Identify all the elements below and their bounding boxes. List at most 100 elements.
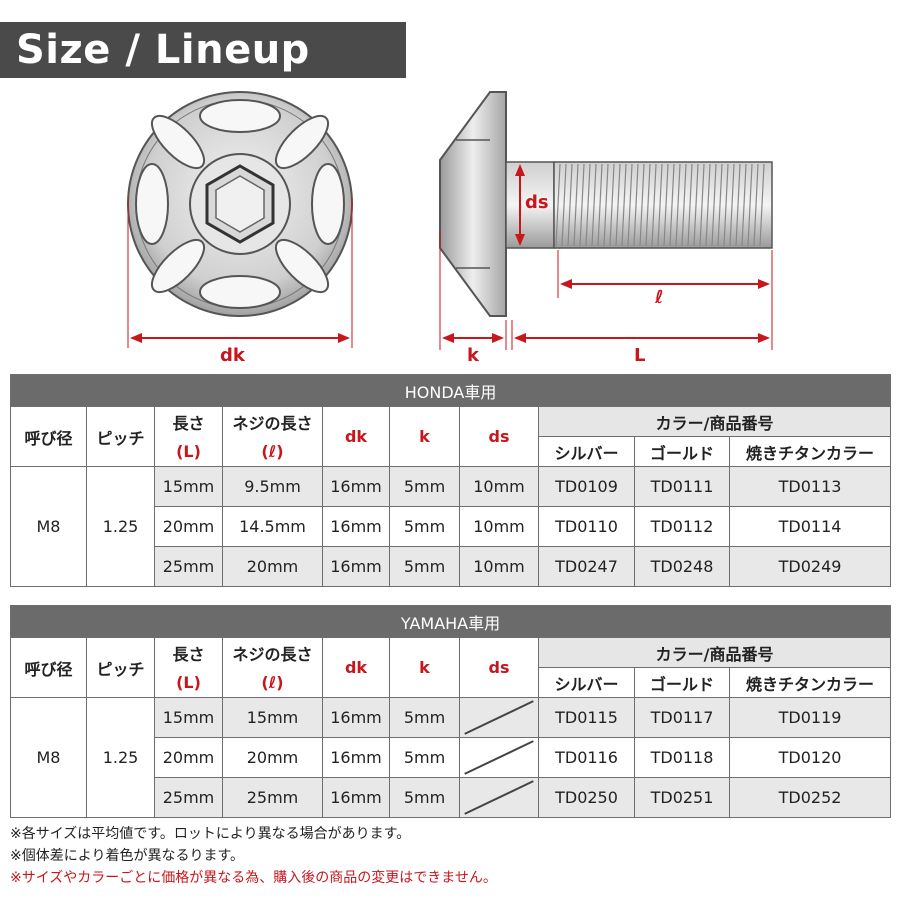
yamaha-spec-table: YAMAHA車用 呼び径 ピッチ 長さ ネジの長さ dk k ds カラー/商品… (9, 605, 892, 818)
cell-ds-not-applicable (459, 697, 539, 738)
cell-ds: 10mm (459, 506, 539, 547)
header-color-group: カラー/商品番号 (537, 406, 892, 437)
cell-gold-code: TD0111 (634, 466, 730, 507)
cell-gold-code: TD0251 (634, 777, 730, 818)
cell-dk: 16mm (322, 777, 390, 818)
cell-nominal: M8 (10, 466, 87, 587)
cell-dk: 16mm (322, 697, 390, 738)
header-pitch: ピッチ (86, 406, 155, 467)
header-length: 長さ (154, 637, 223, 668)
note-average-size: ※各サイズは平均値です。ロットにより異なる場合があります。 (10, 826, 411, 842)
table-row: M8 1.25 15mm 15mm 16mm 5mm TD0115 TD0117… (10, 697, 892, 818)
cell-k: 5mm (389, 697, 460, 738)
bolt-diagram: dk k L ds ℓ (0, 85, 900, 370)
cell-silver-code: TD0110 (538, 506, 635, 547)
cell-burnt-code: TD0249 (728, 546, 892, 587)
cell-pitch: 1.25 (86, 697, 155, 818)
cell-burnt-code: TD0252 (728, 777, 892, 818)
cell-silver-code: TD0250 (538, 777, 635, 818)
header-burnt-titanium: 焼きチタンカラー (728, 436, 892, 467)
brand-header-yamaha: YAMAHA車用 (9, 605, 892, 638)
table-row: 20mm 20mm 16mm 5mm TD0116 TD0118 TD0120 (11, 737, 892, 778)
bolt-drawing (127, 91, 773, 350)
cell-gold-code: TD0248 (634, 546, 730, 587)
header-burnt-titanium: 焼きチタンカラー (728, 667, 892, 698)
header-ds: ds (459, 406, 539, 467)
cell-thread-length: 20mm (222, 546, 323, 587)
cell-burnt-code: TD0114 (728, 506, 892, 547)
header-length: 長さ (154, 406, 223, 437)
header-length-symbol: (L) (154, 436, 223, 467)
header-nominal: 呼び径 (10, 406, 87, 467)
header-dk: dk (322, 637, 390, 698)
cell-k: 5mm (389, 466, 460, 507)
cell-nominal: M8 (10, 697, 87, 818)
table-row: 25mm 20mm 16mm 5mm 10mm TD0247 TD0248 TD… (11, 546, 892, 587)
cell-length: 15mm (154, 466, 223, 507)
cell-k: 5mm (389, 546, 460, 587)
cell-length: 25mm (154, 777, 223, 818)
dim-label-k: k (467, 345, 479, 366)
header-length-symbol: (L) (154, 667, 223, 698)
cell-k: 5mm (389, 737, 460, 778)
note-color-variation: ※個体差により着色が異なるります。 (10, 848, 245, 864)
cell-k: 5mm (389, 506, 460, 547)
header-silver: シルバー (538, 667, 635, 698)
header-dk: dk (322, 406, 390, 467)
cell-length: 25mm (154, 546, 223, 587)
header-thread-symbol: (ℓ) (222, 667, 323, 698)
notes: ※各サイズは平均値です。ロットにより異なる場合があります。 ※個体差により着色が… (10, 823, 497, 889)
header-gold: ゴールド (634, 436, 730, 467)
header-pitch: ピッチ (86, 637, 155, 698)
note-no-exchange-warning: ※サイズやカラーごとに価格が異なる為、購入後の商品の変更はできません。 (10, 870, 497, 886)
table-row: 20mm 14.5mm 16mm 5mm 10mm TD0110 TD0112 … (11, 506, 892, 547)
cell-thread-length: 14.5mm (222, 506, 323, 547)
cell-burnt-code: TD0120 (728, 737, 892, 778)
cell-dk: 16mm (322, 466, 390, 507)
cell-k: 5mm (389, 777, 460, 818)
cell-thread-length: 20mm (222, 737, 323, 778)
cell-silver-code: TD0109 (538, 466, 635, 507)
cell-burnt-code: TD0113 (728, 466, 892, 507)
cell-silver-code: TD0116 (538, 737, 635, 778)
cell-silver-code: TD0247 (538, 546, 635, 587)
cell-burnt-code: TD0119 (728, 697, 892, 738)
dim-label-dk: dk (220, 345, 245, 366)
header-k: k (389, 637, 460, 698)
header-silver: シルバー (538, 436, 635, 467)
dim-label-l: ℓ (655, 287, 664, 308)
table-row: M8 1.25 15mm 9.5mm 16mm 5mm 10mm TD0109 … (10, 466, 892, 587)
cell-dk: 16mm (322, 737, 390, 778)
cell-gold-code: TD0112 (634, 506, 730, 547)
dim-label-ds: ds (525, 192, 549, 213)
cell-pitch: 1.25 (86, 466, 155, 587)
bolt-side-view (439, 91, 773, 317)
cell-dk: 16mm (322, 506, 390, 547)
header-thread-symbol: (ℓ) (222, 436, 323, 467)
bolt-front-view (127, 91, 353, 317)
header-gold: ゴールド (634, 667, 730, 698)
cell-length: 15mm (154, 697, 223, 738)
header-color-group: カラー/商品番号 (537, 637, 892, 668)
honda-spec-table: HONDA車用 呼び径 ピッチ 長さ ネジの長さ dk k ds カラー/商品番… (9, 374, 892, 587)
header-thread-length: ネジの長さ (222, 637, 323, 668)
cell-ds: 10mm (459, 466, 539, 507)
dimension-lines (127, 164, 773, 350)
header-nominal: 呼び径 (10, 637, 87, 698)
header-k: k (389, 406, 460, 467)
cell-gold-code: TD0118 (634, 737, 730, 778)
page-title: Size / Lineup (0, 22, 406, 78)
header-thread-length: ネジの長さ (222, 406, 323, 437)
header-ds: ds (459, 637, 539, 698)
cell-ds-not-applicable (459, 737, 539, 778)
cell-ds-not-applicable (459, 777, 539, 818)
cell-ds: 10mm (459, 546, 539, 587)
cell-gold-code: TD0117 (634, 697, 730, 738)
cell-thread-length: 25mm (222, 777, 323, 818)
cell-length: 20mm (154, 737, 223, 778)
brand-header-honda: HONDA車用 (9, 374, 892, 407)
cell-length: 20mm (154, 506, 223, 547)
dim-label-L: L (634, 345, 646, 366)
cell-dk: 16mm (322, 546, 390, 587)
cell-thread-length: 15mm (222, 697, 323, 738)
